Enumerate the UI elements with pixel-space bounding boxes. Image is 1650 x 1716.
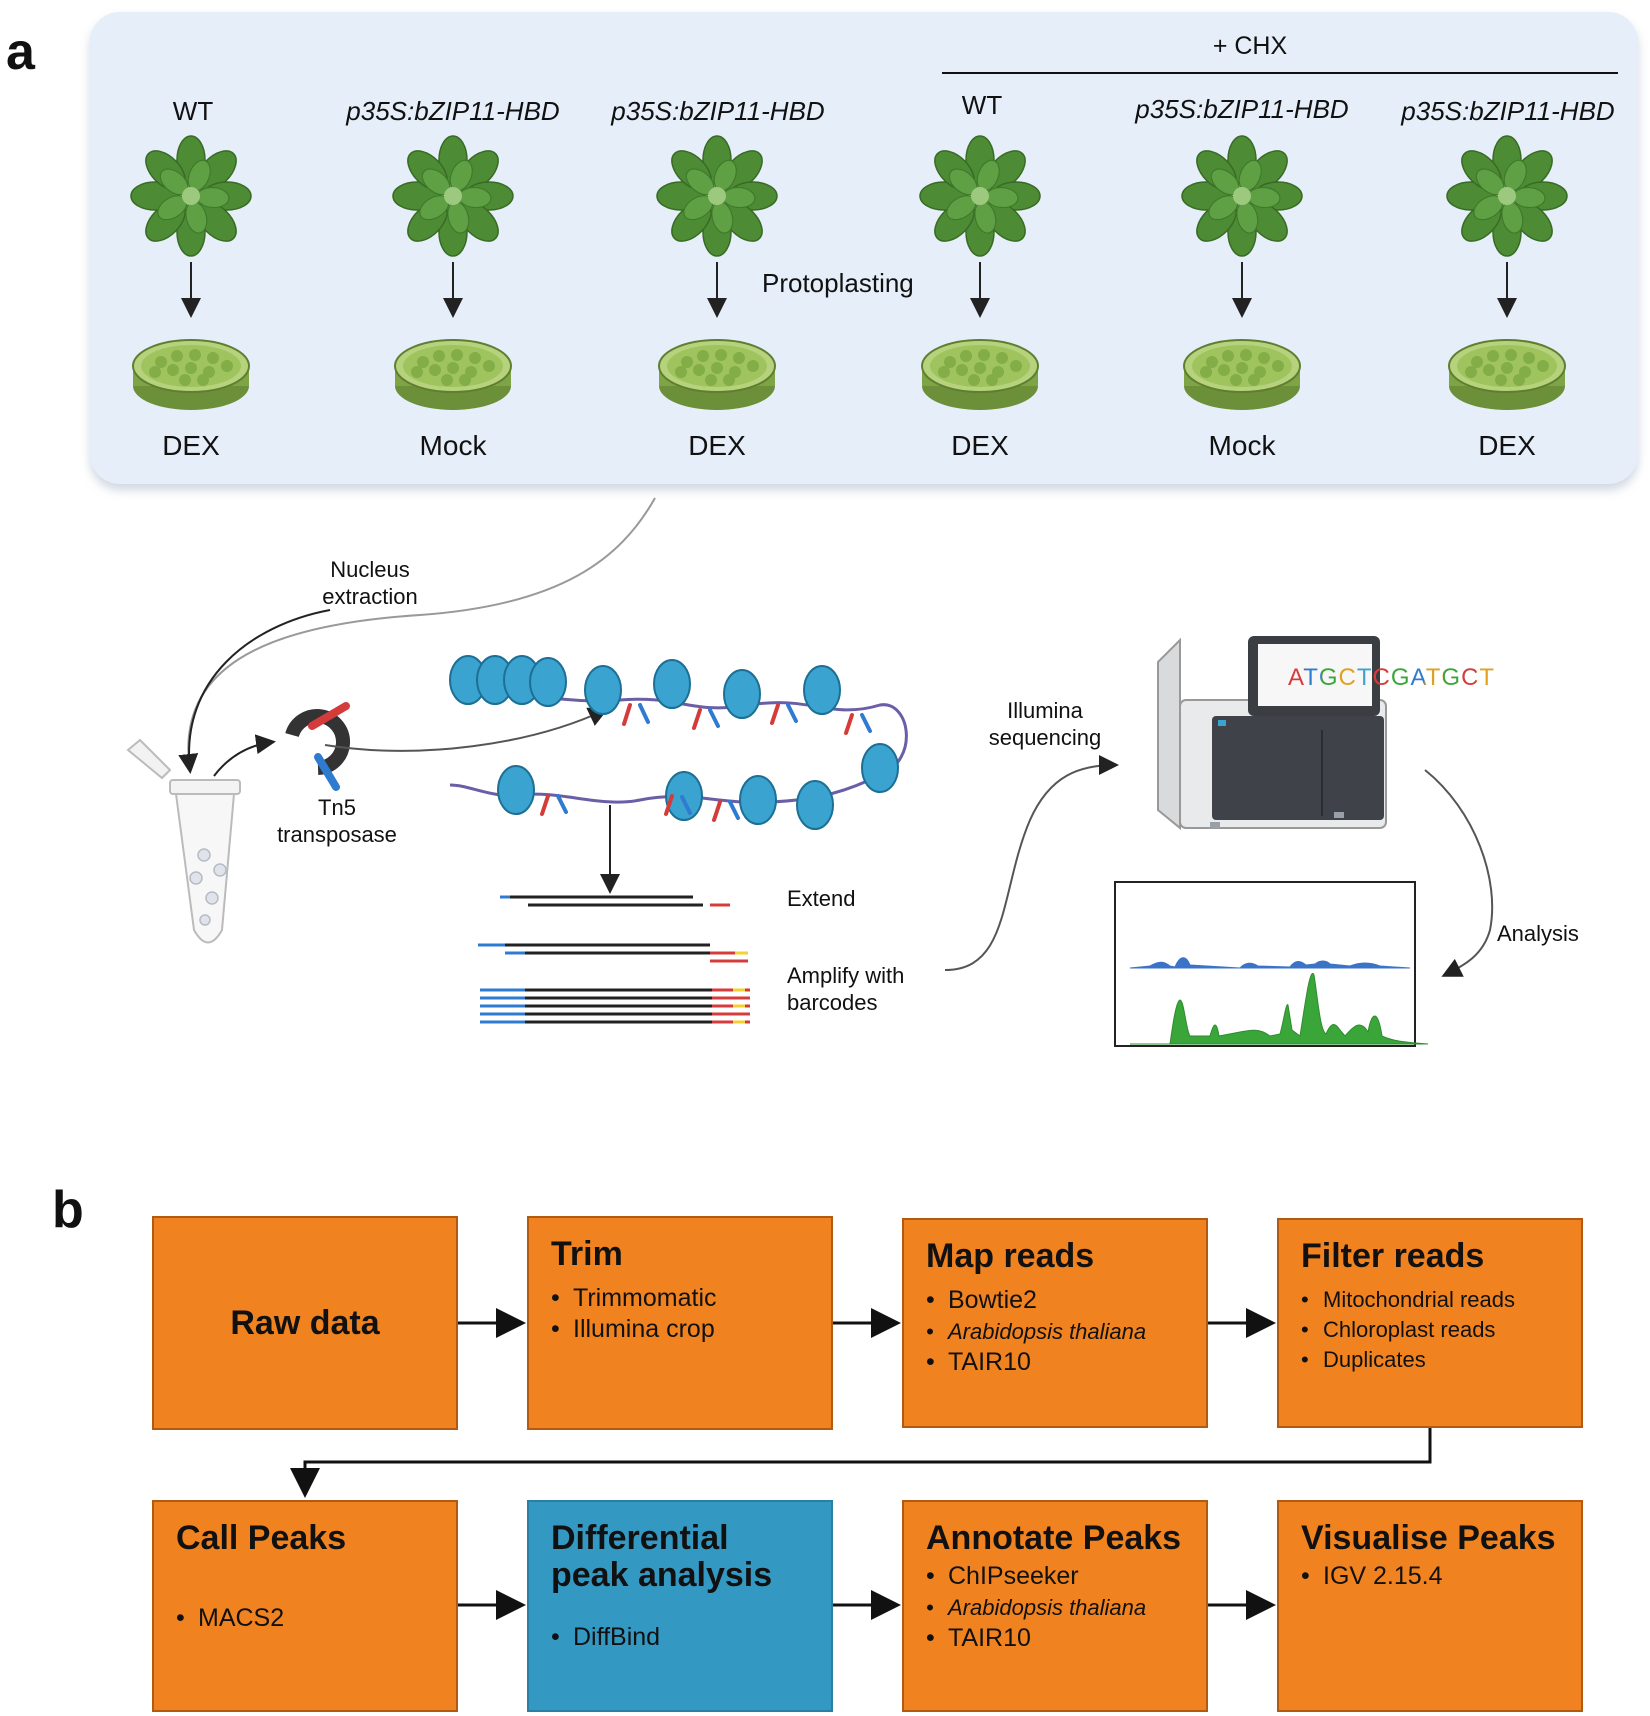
amplify-label: Amplify with barcodes <box>787 963 905 1015</box>
tube-illustration <box>126 738 241 944</box>
step-call-peaks-item: MACS2 <box>176 1603 434 1634</box>
step-trim-item: Illumina crop <box>551 1314 809 1345</box>
step-visualise-peaks-title: Visualise Peaks <box>1301 1519 1556 1557</box>
treatment-label-3: DEX <box>688 430 746 461</box>
step-trim-item: Trimmomatic <box>551 1283 809 1314</box>
analysis-label: Analysis <box>1497 921 1579 946</box>
step-map-reads-item: Arabidopsis thaliana <box>926 1316 1184 1347</box>
step-annotate-peaks-item: TAIR10 <box>926 1623 1184 1654</box>
treatment-label-4: DEX <box>951 430 1009 461</box>
extend-label: Extend <box>787 886 856 911</box>
tn5-transposase-label: Tn5 transposase <box>277 795 397 847</box>
conditions-panel <box>90 12 1638 484</box>
step-differential-peak-analysis-item: DiffBind <box>551 1622 809 1653</box>
genotype-label-4: WT <box>961 90 1003 120</box>
sequencer-illustration <box>1157 636 1387 831</box>
step-raw-data: Raw data <box>152 1216 458 1430</box>
step-annotate-peaks: Annotate Peaks ChIPseeker Arabidopsis th… <box>902 1500 1208 1712</box>
step-differential-peak-analysis-title: Differential peak analysis <box>551 1519 773 1594</box>
sequence-readout: ATGCTCGATGCT <box>1288 664 1495 692</box>
step-annotate-peaks-item: ChIPseeker <box>926 1561 1184 1592</box>
step-map-reads-item: Bowtie2 <box>926 1285 1184 1316</box>
panel-a-letter: a <box>6 23 35 81</box>
step-call-peaks: Call Peaks MACS2 <box>152 1500 458 1712</box>
genotype-label-3: p35S:bZIP11-HBD <box>611 96 825 126</box>
step-raw-data-title: Raw data <box>230 1303 380 1342</box>
treatment-label-5: Mock <box>1208 430 1276 461</box>
genotype-label-5: p35S:bZIP11-HBD <box>1135 94 1349 124</box>
step-filter-reads: Filter reads Mitochondrial reads Chlorop… <box>1277 1218 1583 1428</box>
treatment-label-6: DEX <box>1478 430 1536 461</box>
nucleus-extraction-label: Nucleus extraction <box>322 557 418 609</box>
protoplasting-label: Protoplasting <box>762 268 914 298</box>
treatment-label-2: Mock <box>419 430 487 461</box>
sequence-text: ATGCTCGATGCT <box>1288 664 1496 691</box>
step-filter-reads-title: Filter reads <box>1301 1237 1485 1275</box>
step-annotate-peaks-title: Annotate Peaks <box>926 1519 1182 1557</box>
step-differential-peak-analysis: Differential peak analysis DiffBind <box>527 1500 833 1712</box>
genotype-label-1: WT <box>172 96 214 126</box>
step-call-peaks-title: Call Peaks <box>176 1519 347 1557</box>
step-filter-reads-item: Chloroplast reads <box>1301 1315 1559 1345</box>
step-visualise-peaks-item: IGV 2.15.4 <box>1301 1561 1559 1592</box>
step-map-reads-title: Map reads <box>926 1237 1095 1275</box>
treatment-label-1: DEX <box>162 430 220 461</box>
chx-label: + CHX <box>1212 32 1288 60</box>
step-filter-reads-item: Duplicates <box>1301 1345 1559 1375</box>
chx-bracket-line <box>942 72 1618 74</box>
tn5-illustration <box>285 702 350 791</box>
illumina-sequencing-label: Illumina sequencing <box>988 698 1102 750</box>
genotype-label-2: p35S:bZIP11-HBD <box>346 96 560 126</box>
step-visualise-peaks: Visualise Peaks IGV 2.15.4 <box>1277 1500 1583 1712</box>
step-map-reads-item: TAIR10 <box>926 1347 1184 1378</box>
step-filter-reads-item: Mitochondrial reads <box>1301 1285 1559 1315</box>
step-map-reads: Map reads Bowtie2 Arabidopsis thaliana T… <box>902 1218 1208 1428</box>
step-trim-title: Trim <box>551 1235 623 1273</box>
panel-b-letter: b <box>52 1181 84 1239</box>
genotype-label-6: p35S:bZIP11-HBD <box>1401 96 1615 126</box>
step-annotate-peaks-item: Arabidopsis thaliana <box>926 1592 1184 1623</box>
step-trim: Trim Trimmomatic Illumina crop <box>527 1216 833 1430</box>
